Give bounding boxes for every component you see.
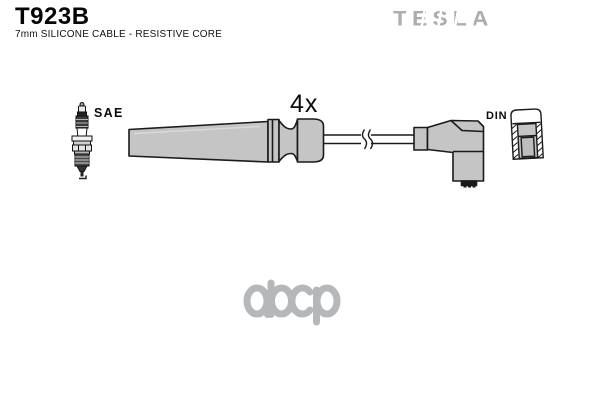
cable-boot-illustration bbox=[128, 118, 325, 163]
spark-plug-illustration bbox=[71, 102, 93, 180]
wire-with-break-symbol bbox=[323, 129, 414, 150]
elbow-boot-illustration bbox=[413, 119, 485, 188]
din-cap-cross-section bbox=[510, 108, 544, 160]
abcp-watermark-graphic bbox=[243, 279, 341, 326]
sae-label: SAE bbox=[94, 106, 124, 120]
din-label: DIN bbox=[486, 110, 508, 122]
watermark-text: abcp bbox=[245, 283, 338, 328]
part-number: T923B bbox=[15, 3, 90, 30]
quantity-label: 4x bbox=[290, 90, 319, 118]
product-subtitle: 7mm SILICONE CABLE - RESISTIVE CORE bbox=[15, 29, 223, 40]
